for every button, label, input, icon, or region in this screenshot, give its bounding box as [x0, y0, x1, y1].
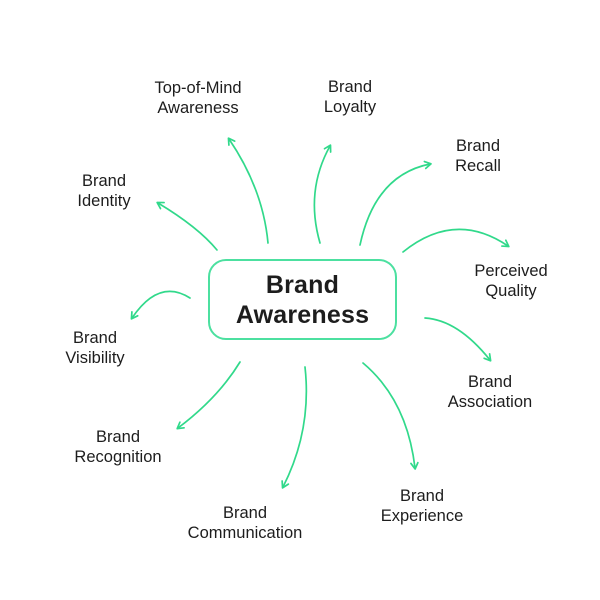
- node-brand-experience: Brand Experience: [380, 487, 464, 525]
- node-brand-recall: Brand Recall: [455, 137, 501, 175]
- arrow-brand-communication: [281, 366, 308, 489]
- center-node-label: Brand Awareness: [235, 270, 370, 329]
- arrow-brand-association: [424, 317, 492, 362]
- arrow-brand-recall: [359, 160, 432, 246]
- node-top-of-mind-awareness: Top-of-Mind Awareness: [154, 79, 242, 117]
- node-brand-identity: Brand Identity: [77, 172, 131, 210]
- arrow-brand-experience: [362, 362, 419, 470]
- node-brand-visibility: Brand Visibility: [65, 329, 125, 367]
- center-node-brand-awareness: Brand Awareness: [208, 259, 397, 340]
- node-perceived-quality: Perceived Quality: [474, 262, 548, 300]
- arrow-top-of-mind-awareness: [227, 137, 269, 244]
- node-brand-communication: Brand Communication: [187, 504, 303, 542]
- arrow-perceived-quality: [402, 228, 510, 253]
- node-brand-association: Brand Association: [447, 373, 533, 411]
- arrow-brand-recognition: [176, 361, 241, 430]
- arrow-brand-loyalty: [313, 144, 332, 244]
- arrow-brand-visibility: [130, 290, 191, 320]
- node-brand-recognition: Brand Recognition: [74, 428, 162, 466]
- node-brand-loyalty: Brand Loyalty: [323, 78, 377, 116]
- arrow-brand-identity: [156, 201, 218, 251]
